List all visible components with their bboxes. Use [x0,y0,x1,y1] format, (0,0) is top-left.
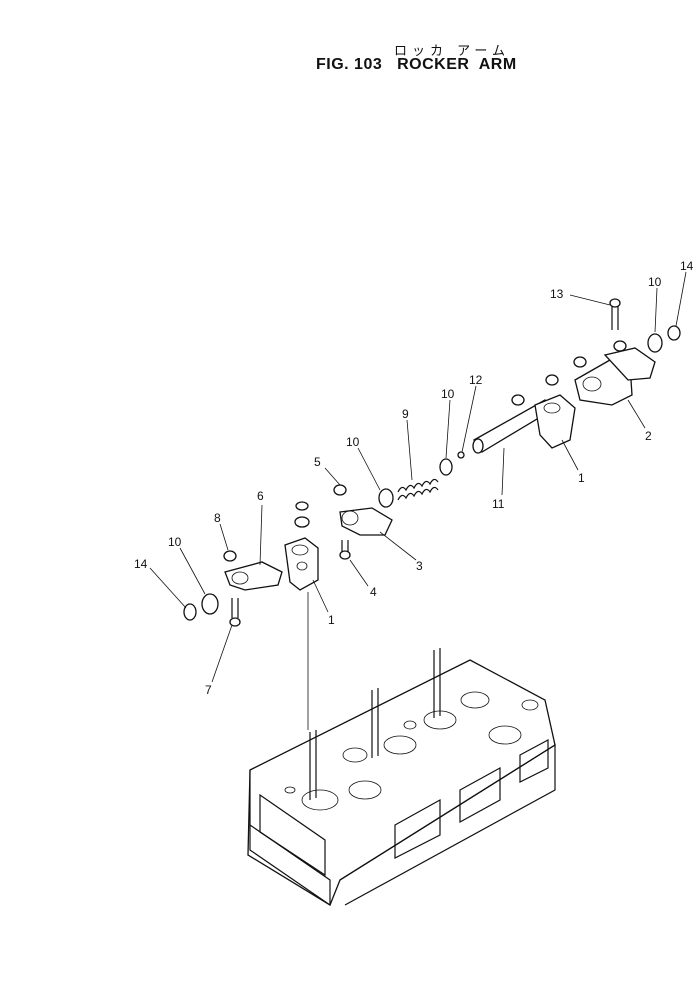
callout-10-right: 10 [648,275,662,289]
rocker-arm-left [223,550,283,627]
washer-left [201,593,219,615]
callout-5: 5 [314,455,321,469]
callout-8: 8 [214,511,221,525]
callout-10-middle: 10 [346,435,360,449]
figure-title: FIG. 103 ROCKER ARM [316,56,517,73]
callout-1-left-stay: 1 [328,613,335,627]
rocker-stay-left [284,537,319,730]
callout-2: 2 [645,429,652,443]
clip [457,451,465,459]
callout-11: 11 [492,497,505,511]
rocker-arm-middle [333,484,393,560]
callout-7: 7 [205,683,212,697]
spring [397,478,439,501]
leader-lines [149,271,687,683]
callout-6: 6 [257,489,264,503]
callout-9: 9 [402,407,409,421]
callout-10-left: 10 [168,535,182,549]
washer-spring-end [439,458,453,476]
callout-13: 13 [550,287,564,301]
callout-3: 3 [416,559,423,573]
spring-washer-right [667,325,681,341]
cylinder-head-drawing [247,648,556,906]
stay-nuts [294,501,310,528]
callout-14-left: 14 [134,557,148,571]
washer-right [647,333,663,353]
washer-middle [378,488,394,508]
figure-title-japanese: ロッカ アーム [394,44,510,59]
rocker-stay-right [511,374,576,449]
callout-10-spring-end: 10 [441,387,455,401]
rocker-arm-right-assembly [573,298,656,406]
callout-12: 12 [469,373,483,387]
callout-14-right: 14 [680,259,694,273]
spring-washer-left [183,603,197,621]
callout-4: 4 [370,585,377,599]
callout-1-right-stay: 1 [578,471,585,485]
